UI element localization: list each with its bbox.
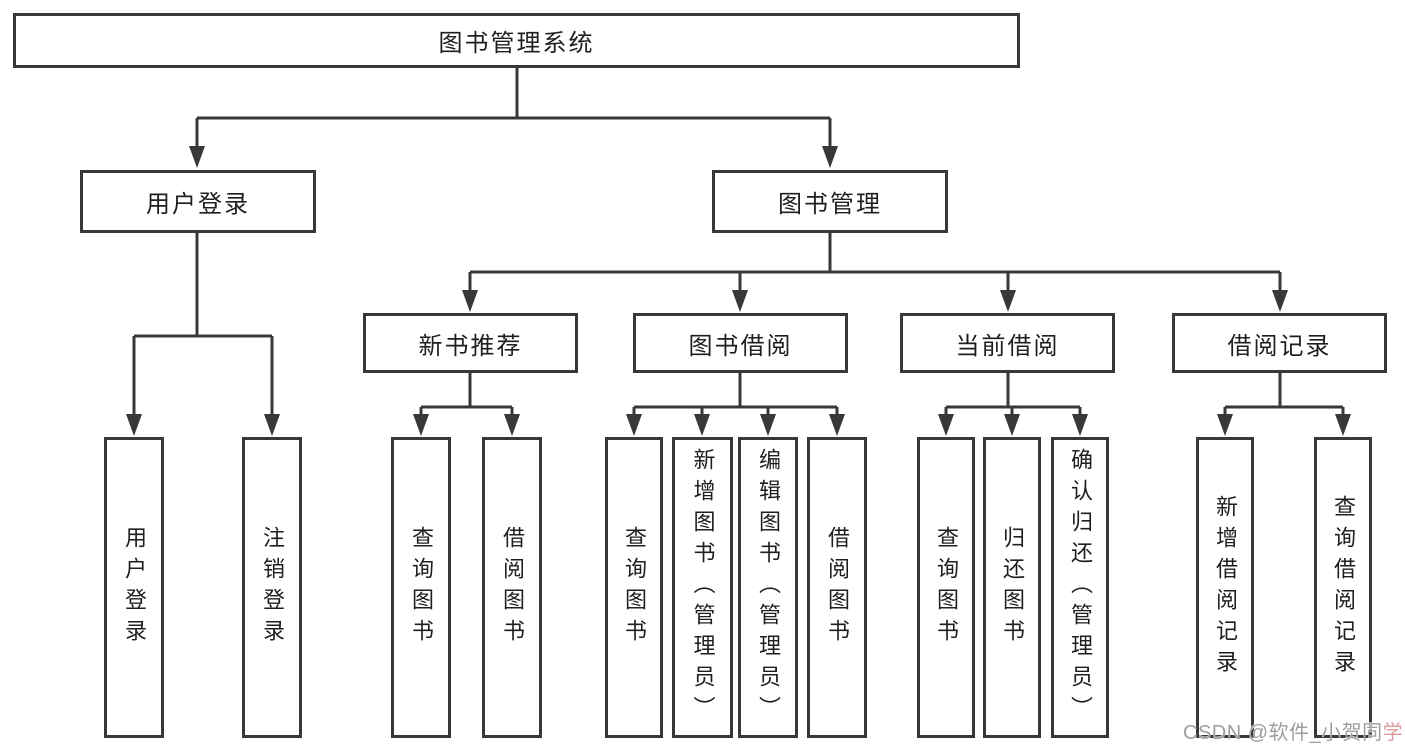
node-user-login-group: 用户登录 — [80, 170, 316, 233]
watermark-accent-char: 学 — [1382, 722, 1404, 744]
leaf-borrow-edit-book-admin: 编辑图书（管理员） — [738, 437, 798, 738]
leaf-borrow-query-book-label: 查询图书 — [622, 525, 647, 650]
node-new-book-recommend: 新书推荐 — [363, 313, 578, 373]
leaf-user-login-label: 用户登录 — [122, 525, 147, 650]
node-user-login-group-label: 用户登录 — [146, 191, 250, 218]
node-current-borrow-label: 当前借阅 — [955, 332, 1060, 360]
arrowhead-icons — [126, 146, 1351, 436]
leaf-borrow-add-book-admin: 新增图书（管理员） — [672, 437, 733, 738]
node-book-management-label: 图书管理 — [778, 191, 882, 218]
node-book-management: 图书管理 — [712, 170, 948, 233]
node-root: 图书管理系统 — [13, 13, 1020, 68]
leaf-recommend-borrow-book-label: 借阅图书 — [500, 525, 525, 650]
leaf-logout-label: 注销登录 — [260, 525, 285, 650]
watermark: CSDN @软件_小贺同学 — [1183, 716, 1403, 745]
leaf-records-add-record-label: 新增借阅记录 — [1213, 494, 1238, 681]
leaf-borrow-edit-book-admin-label: 编辑图书（管理员） — [756, 448, 781, 727]
leaf-logout: 注销登录 — [242, 437, 302, 738]
node-new-book-recommend-label: 新书推荐 — [418, 332, 523, 360]
node-book-borrow-label: 图书借阅 — [688, 332, 793, 360]
leaf-current-confirm-return-admin: 确认归还（管理员） — [1051, 437, 1109, 738]
leaf-recommend-query-book-label: 查询图书 — [409, 525, 434, 650]
node-book-borrow: 图书借阅 — [633, 313, 848, 373]
leaf-borrow-query-book: 查询图书 — [605, 437, 663, 738]
node-root-label: 图书管理系统 — [438, 30, 595, 57]
leaf-borrow-add-book-admin-label: 新增图书（管理员） — [690, 448, 716, 727]
leaf-current-query-book: 查询图书 — [917, 437, 975, 738]
leaf-recommend-query-book: 查询图书 — [391, 437, 451, 738]
leaf-current-return-book: 归还图书 — [983, 437, 1041, 738]
node-current-borrow: 当前借阅 — [900, 313, 1115, 373]
leaf-current-query-book-label: 查询图书 — [934, 525, 959, 650]
leaf-recommend-borrow-book: 借阅图书 — [482, 437, 542, 738]
leaf-current-confirm-return-admin-label: 确认归还（管理员） — [1068, 448, 1093, 727]
node-borrow-records-label: 借阅记录 — [1227, 332, 1332, 360]
leaf-records-add-record: 新增借阅记录 — [1196, 437, 1254, 738]
watermark-text: CSDN @软件_小贺同 — [1183, 722, 1383, 744]
leaf-records-query-record: 查询借阅记录 — [1314, 437, 1372, 738]
leaf-current-return-book-label: 归还图书 — [1000, 525, 1025, 650]
leaf-user-login: 用户登录 — [104, 437, 164, 738]
node-borrow-records: 借阅记录 — [1172, 313, 1387, 373]
leaf-borrow-borrow-book: 借阅图书 — [807, 437, 867, 738]
leaf-records-query-record-label: 查询借阅记录 — [1331, 494, 1356, 681]
leaf-borrow-borrow-book-label: 借阅图书 — [825, 525, 850, 650]
